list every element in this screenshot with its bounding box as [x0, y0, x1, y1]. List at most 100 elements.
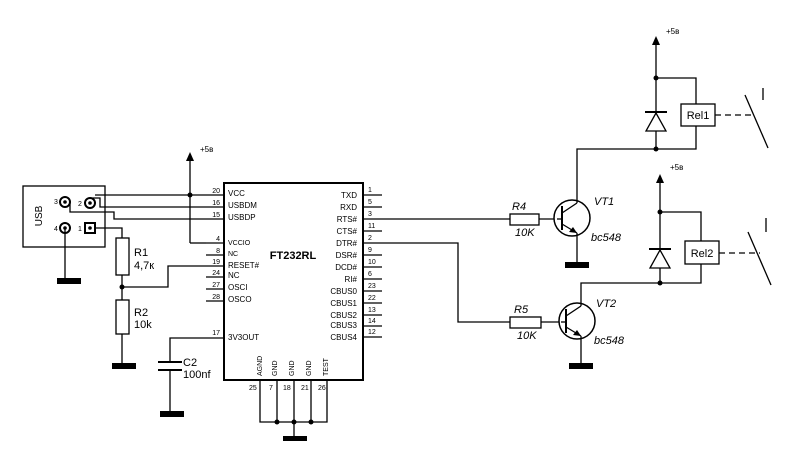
ic-right-sig-txd: TXD: [341, 191, 357, 200]
vt2-ground-symbol: [569, 363, 593, 369]
vt2-type: bc548: [594, 335, 625, 347]
r2-ref: R2: [134, 307, 148, 319]
ic-right-num-23: 23: [368, 283, 376, 290]
ft232rl-chip: FT232RL VCC USBDM USBDP VCCIO NC RESET# …: [206, 182, 382, 392]
ic-bottom-sig-gnd-21: GND: [306, 360, 313, 376]
ic-right-sig-cbus3: CBUS3: [330, 321, 357, 330]
ic-left-sig-osci: OSCI: [228, 283, 248, 292]
r1-value: 4,7к: [134, 260, 154, 272]
usb-pin-1-center: [88, 226, 92, 230]
r5-body: [509, 316, 542, 329]
relay-2: +5в Rel2: [648, 163, 772, 286]
usb-pin-2-center: [88, 201, 92, 205]
vt2-body: [558, 302, 596, 340]
ic-right-num-5: 5: [368, 199, 372, 206]
usb-pin-3-num: 3: [54, 199, 58, 206]
vcc-junction: [187, 192, 193, 198]
ic-right-num-14: 14: [368, 318, 376, 325]
vt2-ref: VT2: [596, 298, 616, 310]
ic-left-num-19: 19: [212, 259, 220, 266]
ic-supply-arrow: [186, 152, 194, 161]
gnd-junction-2: [291, 419, 297, 425]
ic-right-num-3: 3: [368, 211, 372, 218]
ic-bottom-num-26: 26: [318, 385, 326, 392]
vt1-collector-wire: [576, 148, 656, 203]
ic-left-sig-usbdm: USBDM: [228, 201, 257, 210]
vt1-emitter-arrow: [569, 227, 577, 233]
rel1-ref: Rel1: [687, 110, 710, 122]
rel2-diode-body: [648, 248, 672, 269]
ic-bottom-sig-test: TEST: [323, 357, 330, 376]
ic-bottom-num-21: 21: [301, 385, 309, 392]
gnd-junction-1: [274, 419, 280, 425]
ic-left-num-16: 16: [212, 200, 220, 207]
ic-right-sig-rts: RTS#: [337, 215, 358, 224]
c2-top-wire: [169, 337, 206, 361]
r4-value: 10K: [515, 227, 535, 239]
rel1-coil-top-wire: [656, 77, 697, 104]
ic-right-num-1: 1: [368, 187, 372, 194]
ic-right-num-2: 2: [368, 235, 372, 242]
relay-1: +5в Rel1: [644, 27, 769, 152]
r1-body: [115, 237, 130, 276]
ic-left-sig-nc-8: NC: [228, 251, 238, 258]
capacitor-c2: C2 100nf: [158, 337, 211, 417]
ic-right-sig-cbus1: CBUS1: [330, 299, 357, 308]
usb-vbus-to-r1-wire: [95, 227, 123, 238]
ic-right-sig-rxd: RXD: [340, 203, 357, 212]
ic-left-sig-usbdp: USBDP: [228, 213, 256, 222]
r2-body: [115, 299, 130, 335]
ic-right-sig-dcd: DCD#: [335, 263, 357, 272]
ic-left-num-17: 17: [212, 330, 220, 337]
rel1-supply-label: +5в: [666, 27, 679, 36]
rel2-supply-label: +5в: [670, 163, 683, 172]
ic-right-num-22: 22: [368, 295, 376, 302]
ic-bottom-num-18: 18: [283, 385, 291, 392]
ic-right-num-10: 10: [368, 259, 376, 266]
ic-left-sig-3v3out: 3V3OUT: [228, 333, 259, 342]
ic-right-sig-dsr: DSR#: [336, 251, 358, 260]
usb-body: [22, 185, 106, 248]
r2-ground-symbol: [112, 363, 136, 369]
rel2-coil-bottom-wire: [660, 264, 702, 284]
ic-left-sig-vcc: VCC: [228, 189, 245, 198]
ic-supply: +5в: [186, 145, 213, 244]
r4-body: [509, 213, 540, 226]
ic-ground-net: [259, 380, 328, 441]
ic-right-num-13: 13: [368, 307, 376, 314]
dtr-wire: [382, 242, 510, 323]
usb-pin-4-num: 4: [54, 226, 58, 233]
ic-left-num-15: 15: [212, 212, 220, 219]
rel1-coil-bottom-wire: [656, 126, 697, 150]
c2-value: 100nf: [183, 369, 211, 381]
vt1-ref: VT1: [594, 196, 614, 208]
ic-left-num-24: 24: [212, 270, 220, 277]
ic-left-num-28: 28: [212, 294, 220, 301]
usb-ground-symbol: [57, 278, 81, 284]
ic-bottom-num-7: 7: [269, 385, 273, 392]
vt2-collector-wire: [580, 282, 660, 306]
rel2-supply-arrow: [656, 174, 664, 183]
channel-2: R5 10K VT2 bc548: [382, 242, 660, 369]
vt2-emitter-arrow: [573, 330, 581, 336]
ic-bottom-num-25: 25: [249, 385, 257, 392]
channel-1: R4 10K VT1 bc548: [382, 148, 656, 268]
ic-right-num-9: 9: [368, 247, 372, 254]
ic-right-sig-ri: RI#: [345, 275, 358, 284]
gnd-junction-3: [308, 419, 314, 425]
ic-right-num-6: 6: [368, 271, 372, 278]
ic-right-num-11: 11: [368, 223, 375, 230]
rel1-contact-arm: [744, 94, 769, 149]
ic-left-num-27: 27: [212, 282, 220, 289]
rel2-coil-top-wire: [660, 211, 702, 241]
rel2-ref: Rel2: [691, 248, 714, 260]
c2-ground-symbol: [160, 411, 184, 417]
vt2-collector-lead: [565, 305, 582, 317]
ic-supply-label: +5в: [200, 145, 213, 154]
ic-right-sig-cbus4: CBUS4: [330, 333, 357, 342]
r2-value: 10k: [134, 319, 152, 331]
ic-bottom-sig-gnd-18: GND: [289, 360, 296, 376]
ic-right-sig-cbus0: CBUS0: [330, 287, 357, 296]
ic-right-num-12: 12: [368, 329, 376, 336]
r1-ref: R1: [134, 247, 148, 259]
